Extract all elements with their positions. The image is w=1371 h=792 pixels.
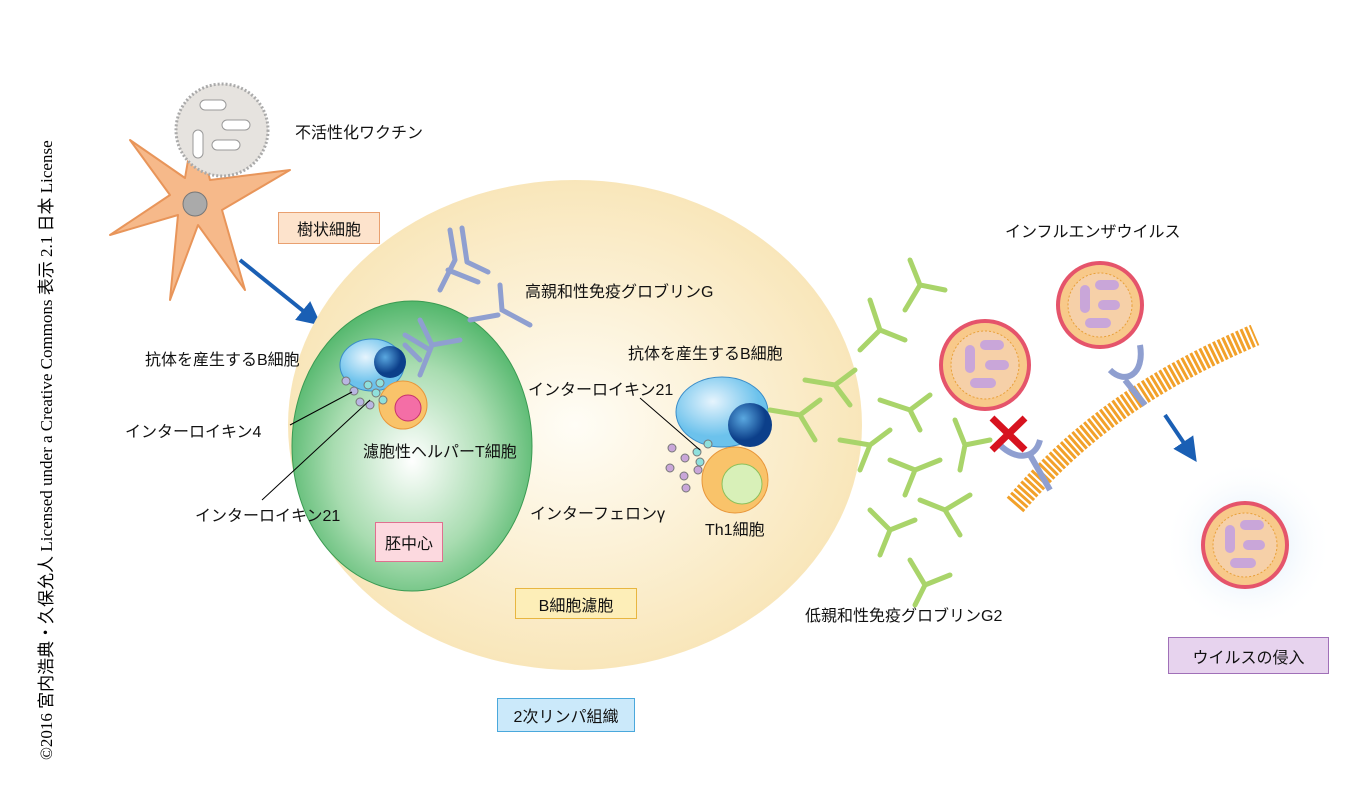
- arrow-icon: [1163, 413, 1197, 462]
- label-tfh: 濾胞性ヘルパーT細胞: [363, 444, 517, 461]
- label-antibody-b-cell-2: 抗体を産生するB細胞: [628, 346, 783, 363]
- plasma-b-cell: [675, 376, 772, 448]
- cytokine-dots-2: [665, 439, 713, 493]
- label-high-affinity-igg: 高親和性免疫グロブリンG: [525, 284, 714, 301]
- influenza-virus: [1056, 261, 1144, 349]
- gc-b-cell: [339, 338, 428, 430]
- label-low-affinity-igg2: 低親和性免疫グロブリンG2: [805, 608, 1003, 625]
- box-secondary-lymphoid: 2次リンパ組織: [497, 698, 635, 732]
- label-il21-2: インターロイキン21: [528, 382, 674, 399]
- label-il4: インターロイキン4: [125, 424, 262, 441]
- label-ifn-gamma: インターフェロンγ: [530, 506, 666, 523]
- box-b-follicle: B細胞濾胞: [515, 588, 637, 619]
- label-antibody-b-cell-1: 抗体を産生するB細胞: [145, 352, 300, 369]
- leader-line: [639, 397, 701, 451]
- dendritic-cell: [109, 119, 291, 301]
- label-inactivated-vaccine: 不活性化ワクチン: [295, 125, 424, 142]
- receptor: [1107, 344, 1148, 407]
- box-germinal-center: 胚中心: [375, 522, 443, 562]
- receptor: [997, 438, 1053, 492]
- th1-cell: [701, 446, 769, 514]
- label-th1: Th1細胞: [705, 522, 765, 539]
- entering-virus: [1201, 501, 1289, 589]
- block-x-icon: [989, 415, 1028, 453]
- leader-line: [261, 399, 371, 501]
- low-affinity-igg2: [767, 257, 993, 608]
- license-credit: ©2016 宮内浩典・久保允人 Licensed under a Creativ…: [37, 140, 56, 760]
- label-il21-1: インターロイキン21: [195, 508, 341, 525]
- label-influenza: インフルエンザウイルス: [1005, 224, 1181, 241]
- high-affinity-igg: [402, 225, 533, 378]
- cytokine-dots: [341, 376, 388, 410]
- arrow-icon: [238, 258, 322, 326]
- box-virus-entry: ウイルスの侵入: [1168, 637, 1329, 674]
- leader-line: [289, 391, 353, 426]
- box-dendritic-cell: 樹状細胞: [278, 212, 380, 244]
- inactivated-vaccine-virus: [174, 82, 270, 178]
- influenza-virus: [939, 319, 1031, 411]
